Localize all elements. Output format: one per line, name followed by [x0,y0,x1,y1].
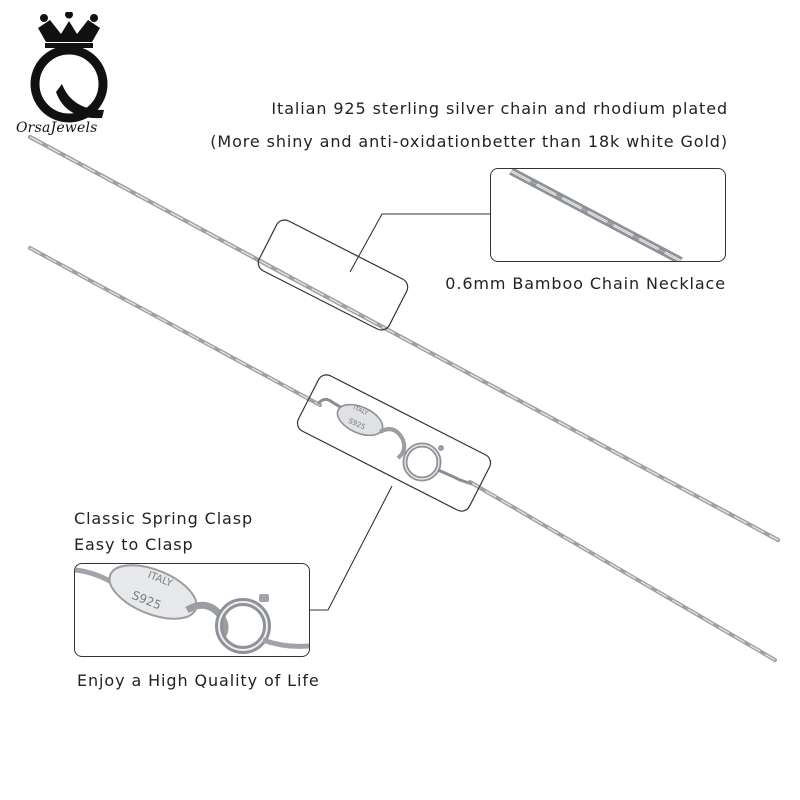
quality-tagline: Enjoy a High Quality of Life [77,671,320,690]
crown-icon: O [30,10,108,123]
chain-callout-line [349,213,490,273]
headline-text: Italian 925 sterling silver chain and rh… [271,99,728,118]
clasp-callout-line [308,485,393,611]
chain-highlight-frame [257,219,409,331]
subline-text: (More shiny and anti-oxidationbetter tha… [210,132,728,151]
clasp-label-line2: Easy to Clasp [74,535,194,554]
upper-chain-strand [27,134,781,543]
lower-chain-strand [28,246,777,662]
chain-label: 0.6mm Bamboo Chain Necklace [445,274,726,293]
spring-clasp: ITALY S925 [316,397,473,486]
clasp-label-line1: Classic Spring Clasp [74,509,254,528]
clasp-highlight-frame [296,374,492,512]
chain-zoom-box [490,168,726,262]
brand-logo: O [22,10,132,140]
brand-name: OrsaJewels [16,120,98,136]
clasp-zoom-box: ITALY S925 [74,563,310,657]
